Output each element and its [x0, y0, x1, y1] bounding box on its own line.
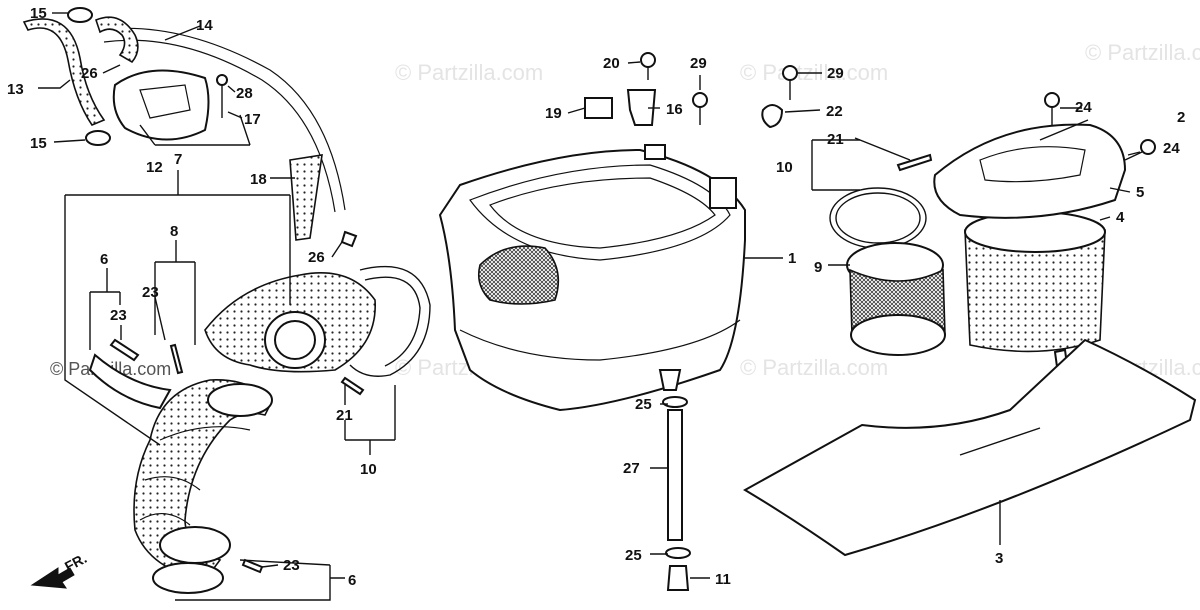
- drain-tube: [662, 396, 691, 591]
- callout-15-bottom: 15: [30, 135, 47, 152]
- callout-17: 17: [244, 111, 261, 128]
- callout-8: 8: [170, 223, 178, 240]
- callout-1: 1: [788, 250, 796, 267]
- front-arrow: FR.: [30, 550, 89, 589]
- intake-duct: [88, 265, 431, 594]
- callout-18: 18: [250, 171, 267, 188]
- callout-10-left: 10: [360, 461, 377, 478]
- callout-29-right: 29: [827, 65, 844, 82]
- mat: [743, 338, 1197, 557]
- callout-7: 7: [174, 151, 182, 168]
- breather-tube-assembly: [22, 7, 358, 248]
- callout-12: 12: [146, 159, 163, 176]
- callout-24-right: 24: [1163, 140, 1180, 157]
- watermark-5: © Partzilla.com: [740, 355, 888, 380]
- callout-labels: 15 14 13 26 28 17 15 12 7 18 8 6 26 23 2…: [7, 5, 1185, 589]
- callout-16: 16: [666, 101, 683, 118]
- watermark-3: © Partzilla.com: [1085, 40, 1200, 65]
- callout-15-top: 15: [30, 5, 47, 22]
- callout-21-right: 21: [827, 131, 844, 148]
- leader-lines: [38, 12, 1141, 601]
- callout-9: 9: [814, 259, 822, 276]
- callout-5: 5: [1136, 184, 1144, 201]
- callout-23-mid: 23: [142, 284, 159, 301]
- callout-25-bottom: 25: [625, 547, 642, 564]
- callout-6-top: 6: [100, 251, 108, 268]
- callout-23-bottom: 23: [283, 557, 300, 574]
- callout-28: 28: [236, 85, 253, 102]
- callout-13: 13: [7, 81, 24, 98]
- callout-21-left: 21: [336, 407, 353, 424]
- callout-26-mid: 26: [308, 249, 325, 266]
- callout-24-top: 24: [1075, 99, 1092, 116]
- callout-4: 4: [1116, 209, 1125, 226]
- callout-27: 27: [623, 460, 640, 477]
- top-fasteners: [584, 52, 798, 129]
- callout-20: 20: [603, 55, 620, 72]
- callout-10-right: 10: [776, 159, 793, 176]
- callout-29-left: 29: [690, 55, 707, 72]
- filter-and-cover: [829, 92, 1156, 376]
- callout-6-bottom: 6: [348, 572, 356, 589]
- callout-11: 11: [715, 571, 731, 588]
- air-cleaner-case: [438, 144, 746, 412]
- watermark-1: © Partzilla.com: [395, 60, 543, 85]
- callout-19: 19: [545, 105, 562, 122]
- callout-26-top: 26: [81, 65, 98, 82]
- callout-3: 3: [995, 550, 1003, 567]
- callout-2: 2: [1177, 109, 1185, 126]
- callout-22: 22: [826, 103, 843, 120]
- callout-23-left: 23: [110, 307, 127, 324]
- callout-14: 14: [196, 17, 213, 34]
- callout-25-top: 25: [635, 396, 652, 413]
